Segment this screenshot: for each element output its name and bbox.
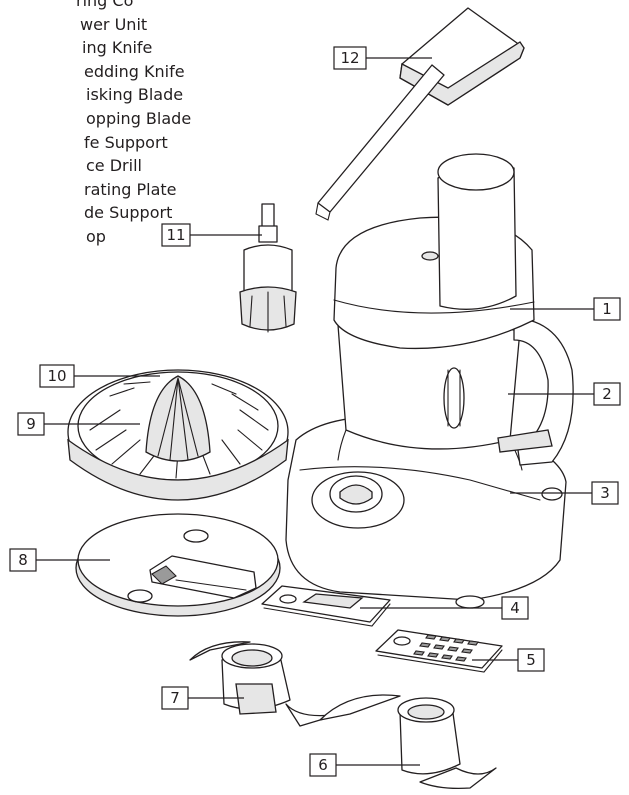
legend-item-label: ring Co [76, 0, 134, 10]
callout-9-box [17, 412, 45, 436]
legend-item-label: ce Drill [86, 156, 142, 176]
callout-10-box [39, 364, 75, 388]
callout-6-label: 6 [318, 756, 328, 774]
legend-item-label: isking Blade [86, 85, 184, 105]
callout-1-label: 1 [602, 300, 612, 318]
callout-4-box [501, 596, 529, 620]
callout-2-label: 2 [602, 385, 612, 403]
legend-item: isking Blade [0, 83, 183, 107]
legend-item: edding Knife [0, 60, 185, 84]
callout-1-box [593, 297, 621, 321]
legend-item-label: op [86, 226, 106, 246]
part-8-disc [75, 513, 281, 617]
callouts: 12 11 10 9 8 7 6 5 4 3 2 1 [9, 46, 621, 777]
part-7-blade [189, 641, 341, 727]
callout-12-label: 12 [340, 49, 359, 67]
part-5-grater [375, 629, 503, 673]
part-9-10-juicer [67, 369, 289, 501]
legend-item: ce Drill [0, 154, 142, 178]
callout-11-label: 11 [166, 226, 185, 244]
legend-item-label: ing Knife [82, 38, 153, 58]
part-11-shaft [239, 203, 297, 333]
legend-item-label: wer Unit [80, 14, 148, 34]
legend-item: rating Plate [0, 178, 177, 202]
callout-12-box [333, 46, 367, 70]
legend-item: fe Support [0, 131, 168, 155]
legend-item: ring Co [0, 0, 133, 13]
callout-8-box [9, 548, 37, 572]
callout-9-label: 9 [26, 415, 36, 433]
callout-7-label: 7 [170, 689, 180, 707]
callout-5-label: 5 [526, 651, 536, 669]
callout-3-label: 3 [600, 484, 610, 502]
legend-item-label: edding Knife [84, 61, 185, 81]
callout-5-box [517, 648, 545, 672]
callout-11-box [161, 223, 191, 247]
callout-7-box [161, 686, 189, 710]
callout-3-box [591, 481, 619, 505]
part-4-knife [261, 585, 391, 627]
callout-4-label: 4 [510, 599, 520, 617]
legend-item-label: opping Blade [86, 108, 192, 128]
legend-item: ing Knife [0, 36, 152, 60]
callout-6-box [309, 753, 337, 777]
legend-item: opping Blade [0, 107, 191, 131]
legend-item: de Support [0, 201, 172, 225]
part-6-blade [319, 694, 497, 790]
legend-item-label: fe Support [84, 132, 168, 152]
parts-legend: ring Co wer Unit ing Knife edding Knife … [0, 0, 191, 249]
callout-8-label: 8 [18, 551, 28, 569]
legend-item: op [0, 225, 106, 249]
callout-10-label: 10 [47, 367, 66, 385]
part-12-pusher [315, 7, 525, 221]
callout-2-box [593, 382, 621, 406]
legend-item: wer Unit [0, 13, 147, 37]
legend-item-label: de Support [84, 203, 173, 223]
legend-item-label: rating Plate [84, 179, 177, 199]
main-unit [285, 153, 574, 609]
